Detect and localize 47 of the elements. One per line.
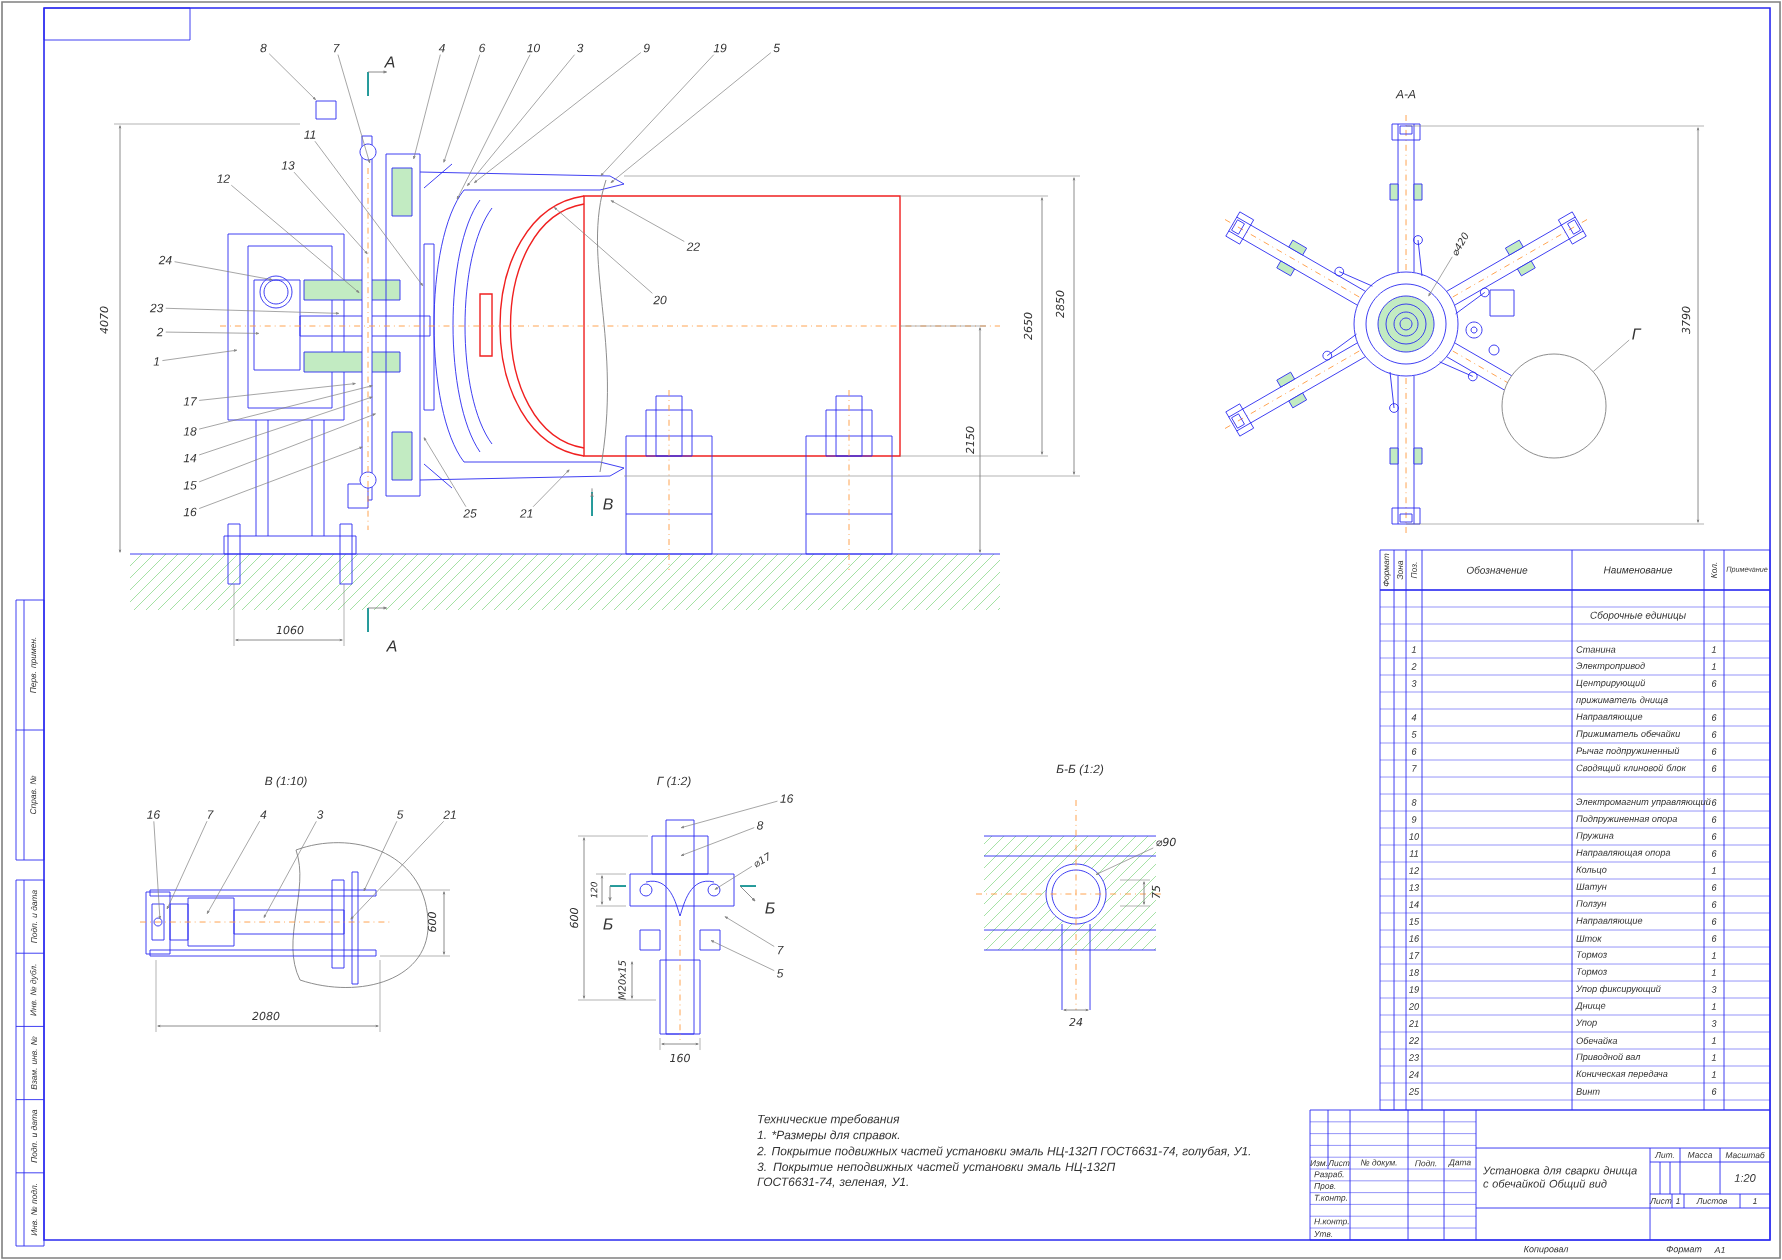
leader-line xyxy=(314,140,424,286)
leader-line xyxy=(423,437,467,508)
leader-line xyxy=(600,54,715,177)
leader-line xyxy=(714,865,753,890)
section-letter: А xyxy=(383,56,395,68)
leader-line xyxy=(456,54,531,200)
leader-line xyxy=(165,331,260,335)
leader-line xyxy=(710,940,775,971)
leader-line xyxy=(1095,847,1154,875)
leader-line xyxy=(1593,339,1630,372)
leader-line xyxy=(350,820,445,920)
leader-line xyxy=(363,820,398,892)
leader-line xyxy=(610,52,772,183)
leader-line xyxy=(293,171,368,255)
leader-line xyxy=(230,184,360,293)
leader-line xyxy=(474,52,642,183)
leader-line xyxy=(680,827,755,856)
leader-line xyxy=(337,54,371,164)
section-letter: В xyxy=(603,498,613,510)
leader-line xyxy=(1428,256,1453,297)
section-letter: Б xyxy=(765,902,775,914)
leader-line xyxy=(413,54,441,160)
block xyxy=(315,100,337,120)
leader-line xyxy=(198,396,373,456)
leader-line xyxy=(198,413,376,483)
leader-line xyxy=(162,349,238,361)
leader-line xyxy=(198,385,373,430)
leader-line xyxy=(174,261,273,281)
leader-line xyxy=(443,54,481,163)
leader-line xyxy=(268,53,316,101)
leader-line xyxy=(467,54,575,187)
detail-circle xyxy=(1501,353,1607,459)
section-letter: Г xyxy=(1632,328,1642,340)
leader-line xyxy=(166,820,208,910)
leader-line xyxy=(724,916,775,947)
leader-line xyxy=(263,820,317,918)
leader-line xyxy=(198,382,356,401)
leader-line xyxy=(680,800,778,829)
leader-line xyxy=(165,307,340,315)
leader-line xyxy=(532,469,570,508)
leader-line xyxy=(153,820,161,920)
section-letter: А xyxy=(385,640,397,652)
leader-line xyxy=(553,207,653,294)
section-letter: Б xyxy=(603,918,613,930)
leader-line xyxy=(206,820,261,914)
leader-line xyxy=(610,200,685,242)
leader-line xyxy=(198,446,363,509)
